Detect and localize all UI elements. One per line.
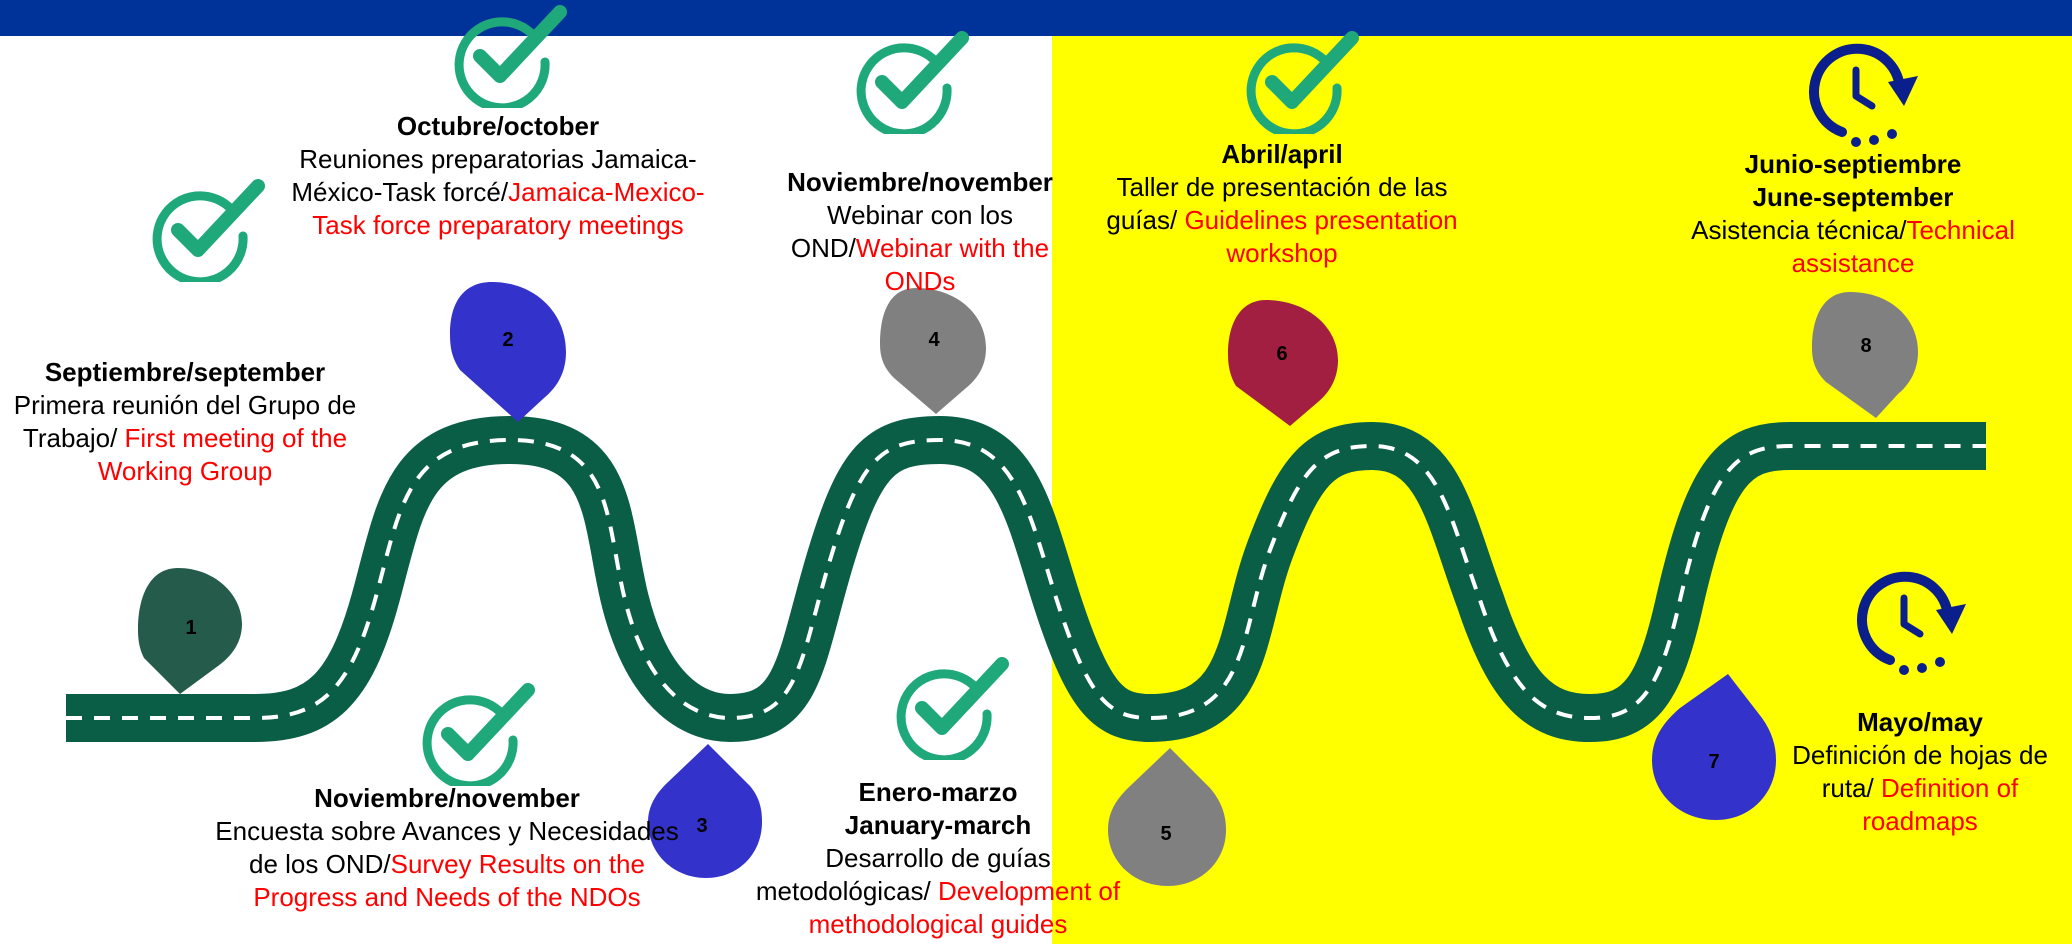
clock-icon xyxy=(1809,43,1918,147)
svg-text:1: 1 xyxy=(185,617,196,639)
milestone-text-3: Noviembre/november Encuesta sobre Avance… xyxy=(210,782,684,914)
milestone-desc-es: Definición de hojas de ruta/ xyxy=(1792,740,2048,803)
milestone-desc-es: Encuesta sobre Avances y Necesidades de … xyxy=(215,816,679,879)
svg-text:2: 2 xyxy=(502,329,513,351)
milestone-date-en: January-march xyxy=(844,810,1032,840)
check-icon xyxy=(856,31,969,134)
milestone-date: Octubre/october xyxy=(396,111,600,141)
svg-text:5: 5 xyxy=(1160,823,1171,845)
milestone-date: Noviembre/november xyxy=(787,167,1053,197)
milestone-desc-es: Taller de presentación de las guías/ xyxy=(1106,172,1448,235)
milestone-desc-es: Webinar con los OND/ xyxy=(790,200,1013,263)
milestone-pin-5: 5 xyxy=(1108,748,1226,886)
milestone-desc-es: Asistencia técnica/ xyxy=(1691,215,1907,245)
milestone-desc-en: Guidelines presentation workshop xyxy=(1184,205,1458,268)
milestone-text-7: Mayo/may Definición de hojas de ruta/ De… xyxy=(1772,706,2068,838)
milestone-desc-en: First meeting of the Working Group xyxy=(97,423,348,486)
check-icon xyxy=(454,5,567,108)
milestone-pin-8: 8 xyxy=(1812,292,1918,418)
milestone-text-4: Noviembre/november Webinar con los OND/W… xyxy=(770,166,1070,298)
svg-text:6: 6 xyxy=(1276,343,1287,365)
check-icon xyxy=(152,179,265,282)
milestone-desc-en: Definition of roadmaps xyxy=(1862,773,2019,836)
milestone-pin-2: 2 xyxy=(450,282,566,422)
milestone-text-2: Octubre/october Reuniones preparatorias … xyxy=(280,110,716,242)
check-icon xyxy=(896,657,1009,760)
milestone-desc-en: Development of methodological guides xyxy=(808,876,1121,939)
milestone-pin-6: 6 xyxy=(1228,300,1338,426)
milestone-pin-4: 4 xyxy=(880,288,986,414)
svg-text:4: 4 xyxy=(928,329,940,351)
check-icon xyxy=(422,683,535,786)
milestone-date: Mayo/may xyxy=(1857,707,1983,737)
milestone-desc-es: Primera reunión del Grupo de Trabajo/ xyxy=(13,390,357,453)
check-icon xyxy=(1246,31,1359,134)
svg-text:7: 7 xyxy=(1708,751,1719,773)
milestone-date: Enero-marzo xyxy=(858,777,1018,807)
milestone-date: Abril/april xyxy=(1221,139,1343,169)
milestone-desc-es: Reuniones preparatorias Jamaica-México-T… xyxy=(291,144,697,207)
milestone-date-en: June-september xyxy=(1752,182,1954,212)
milestone-text-6: Abril/april Taller de presentación de la… xyxy=(1092,138,1472,270)
milestone-date: Septiembre/september xyxy=(44,357,326,387)
clock-icon xyxy=(1857,571,1966,675)
milestone-date: Junio-septiembre xyxy=(1744,149,1962,179)
header-bar xyxy=(0,0,2072,36)
svg-text:8: 8 xyxy=(1860,335,1871,357)
milestone-pin-7: 7 xyxy=(1652,674,1776,820)
milestone-desc-es: Desarrollo de guías metodológicas/ xyxy=(755,843,1051,906)
milestone-text-8: Junio-septiembre June-september Asistenc… xyxy=(1666,148,2040,280)
milestone-text-1: Septiembre/september Primera reunión del… xyxy=(4,356,366,488)
highlight-panel xyxy=(1052,36,2072,944)
milestone-desc-en: Jamaica-Mexico-Task force preparatory me… xyxy=(312,177,705,240)
milestone-pin-3: 3 xyxy=(648,744,762,878)
svg-text:3: 3 xyxy=(696,815,707,837)
milestone-date: Noviembre/november xyxy=(314,783,580,813)
milestone-desc-en: Webinar with the ONDs xyxy=(855,233,1050,296)
milestone-desc-en: Survey Results on the Progress and Needs… xyxy=(253,849,645,912)
milestone-text-5: Enero-marzo January-march Desarrollo de … xyxy=(738,776,1138,941)
milestone-pin-1: 1 xyxy=(138,568,242,694)
milestone-desc-en: Technical assistance xyxy=(1791,215,2015,278)
